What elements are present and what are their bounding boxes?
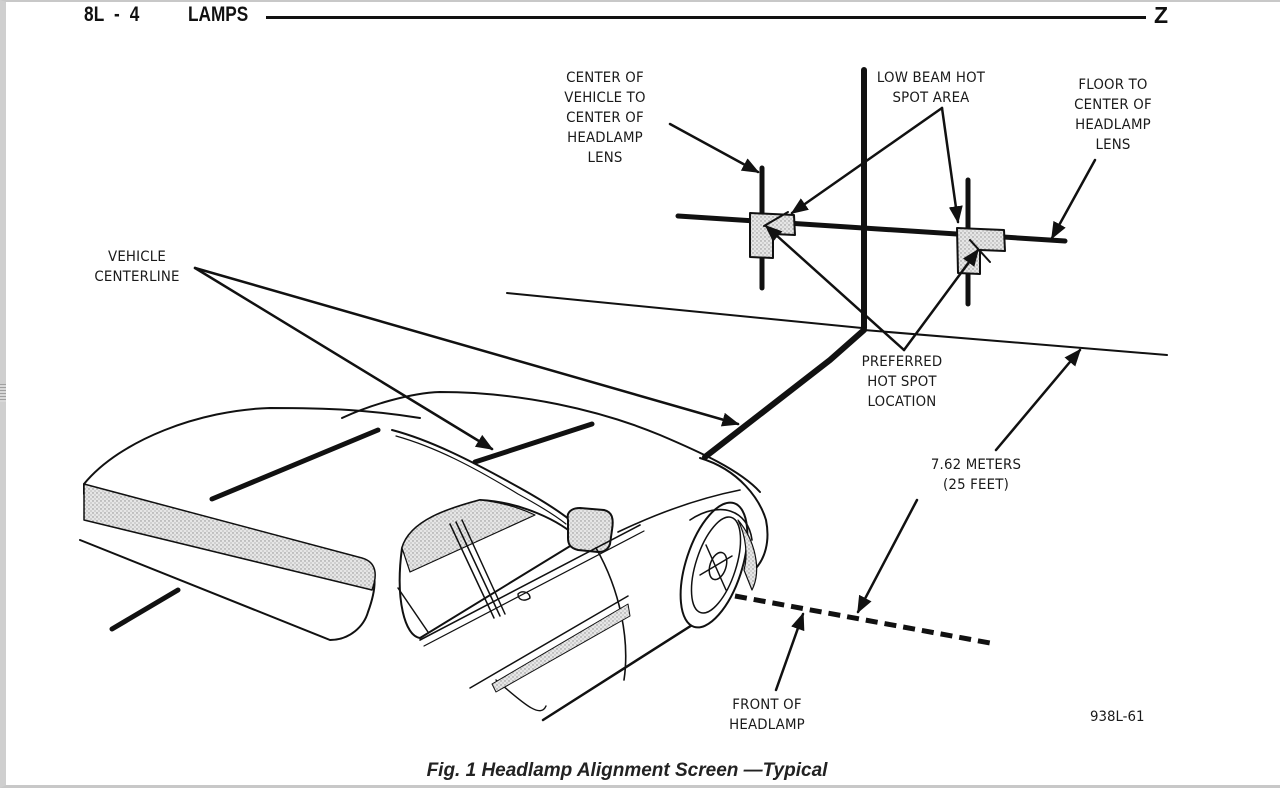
vehicle-centerline-rear [109,587,181,632]
page-header: 8L - 4 LAMPS Z [84,2,1168,28]
arrow-low-beam-right [940,106,963,224]
arrow-distance-up [994,348,1082,452]
label-distance: 7.62 METERS (25 FEET) [930,457,1022,493]
figure-id: 938L-61 [1090,709,1145,725]
arrow-centerline-hood [193,266,494,451]
label-preferred-hot-spot: PREFERRED HOT SPOT LOCATION [861,354,943,410]
section-number: 8L - 4 [84,3,140,26]
label-center-vehicle-to-lens: CENTER OF VEHICLE TO CENTER OF HEADLAMP … [564,70,646,166]
vehicle-illustration [79,391,769,722]
arrow-front-headlamp [774,612,805,692]
vehicle-centerline-hood [472,421,595,465]
scan-edge-mark [0,384,6,402]
arrow-center-to-lens [668,122,760,174]
vehicle-centerline-roof [209,427,381,502]
label-vehicle-centerline: VEHICLE CENTERLINE [94,249,180,285]
label-low-beam-hot-spot: LOW BEAM HOT SPOT AREA [876,70,986,106]
floor-line-far [506,292,863,329]
header-rule [266,16,1146,19]
label-floor-to-lens: FLOOR TO CENTER OF HEADLAMP LENS [1074,77,1152,153]
arrow-low-beam-left [790,106,944,215]
screen-horizontal-line [675,213,1068,244]
arrow-floor-to-lens [1050,158,1097,240]
corner-letter: Z [1153,2,1168,28]
arrow-distance-down [856,498,919,614]
front-of-headlamp-dashed-line [734,593,991,646]
arrow-centerline-screen [193,266,740,427]
arrow-preferred-right [902,248,980,352]
vehicle-centerline-floor [702,327,867,460]
section-title: LAMPS [188,3,249,26]
left-hot-spot-area [749,211,796,259]
figure-caption: Fig. 1 Headlamp Alignment Screen —Typica… [426,760,828,781]
label-front-of-headlamp: FRONT OF HEADLAMP [729,697,805,733]
arrow-preferred-left [764,224,906,352]
